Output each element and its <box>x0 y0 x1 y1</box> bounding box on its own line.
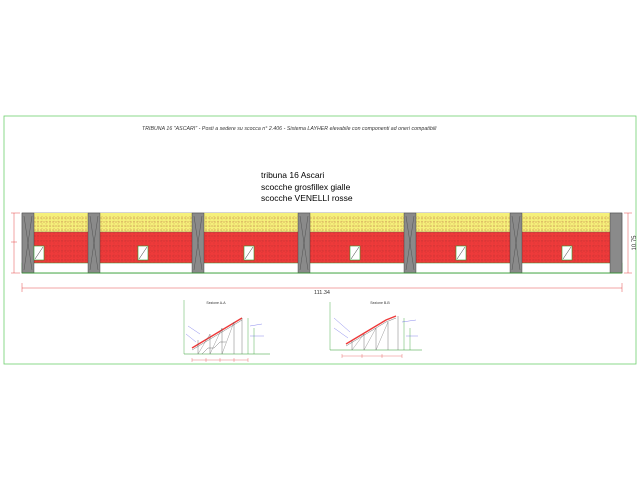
stair-tower-5 <box>403 212 417 274</box>
section-left: Sezione A-A <box>183 300 270 362</box>
stair-tower-3 <box>191 212 205 274</box>
title-line-1: tribuna 16 Ascari <box>261 170 325 180</box>
title-line-2: scocche grosfillex gialle <box>261 182 351 192</box>
title-line-3: scocche VENELLI rosse <box>261 193 353 203</box>
overall-height-label: 10.75 <box>632 235 638 251</box>
access-gate-1 <box>33 245 45 261</box>
section-right: Sezione B-B <box>329 301 422 358</box>
stair-tower-2 <box>87 212 101 274</box>
overall-length-label: 111.34 <box>314 290 330 296</box>
access-gate-6 <box>561 245 573 261</box>
stair-tower-4 <box>297 212 311 274</box>
yellow-seat-band <box>22 213 622 232</box>
section-left-title: Sezione A-A <box>206 301 226 305</box>
sheet-border <box>3 115 637 365</box>
access-gate-4 <box>349 245 361 261</box>
stair-tower-end <box>609 212 623 274</box>
header-note: TRIBUNA 16 "ASCARI" - Posti a sedere su … <box>142 126 437 132</box>
stair-tower-1 <box>21 212 35 274</box>
stair-tower-6 <box>509 212 523 274</box>
overall-length-dimension: 111.34 <box>21 283 623 296</box>
base-structure <box>21 262 623 274</box>
access-gate-3 <box>243 245 255 261</box>
access-gates <box>33 245 573 261</box>
grandstand-elevation <box>21 212 623 274</box>
access-gate-2 <box>137 245 149 261</box>
access-gate-5 <box>455 245 467 261</box>
right-height-dimension: 10.75 <box>624 212 638 274</box>
left-height-dimension <box>11 212 20 274</box>
section-right-title: Sezione B-B <box>370 301 390 305</box>
